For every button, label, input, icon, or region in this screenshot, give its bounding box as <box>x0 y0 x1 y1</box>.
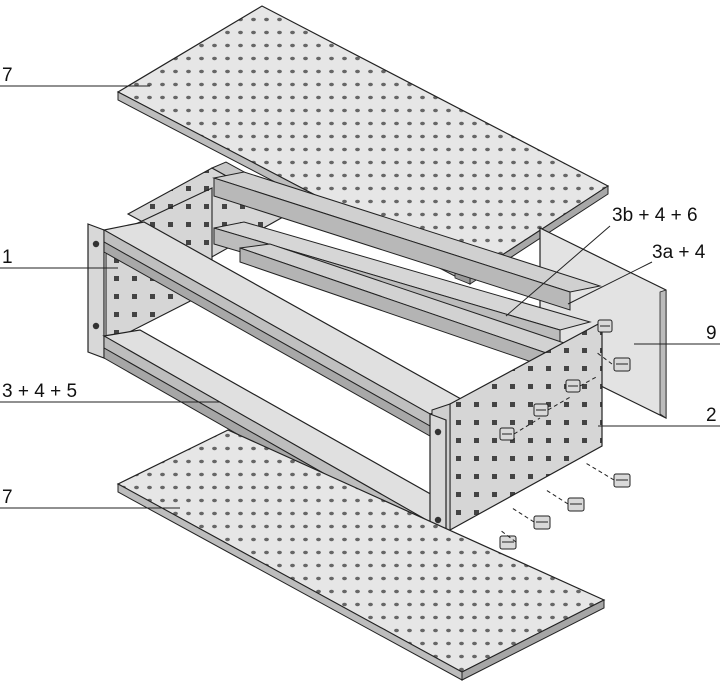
label-bottom-cover: 7 <box>2 487 13 508</box>
bottom-cover <box>116 429 606 681</box>
screw-5 <box>613 357 631 372</box>
screw-2 <box>533 403 549 417</box>
screw-3 <box>565 379 581 393</box>
label-rear-rail-a: 3a + 4 <box>652 242 706 263</box>
screw-9 <box>499 535 517 550</box>
screw-6 <box>613 473 631 488</box>
label-side-panel: 1 <box>2 247 13 268</box>
screw-1 <box>499 427 515 441</box>
label-top-cover: 7 <box>2 65 13 86</box>
label-rear-rail-b: 3b + 4 + 6 <box>612 205 698 226</box>
right-side-panel <box>429 320 603 549</box>
label-front-rail: 3 + 4 + 5 <box>2 381 78 402</box>
screw-4 <box>597 319 613 333</box>
label-right-side-panel: 2 <box>706 405 717 426</box>
leader-lines <box>0 85 720 509</box>
screw-paths <box>499 351 615 543</box>
label-rear-panel: 9 <box>706 323 717 344</box>
screw-8 <box>533 515 551 530</box>
screw-7 <box>567 497 585 512</box>
